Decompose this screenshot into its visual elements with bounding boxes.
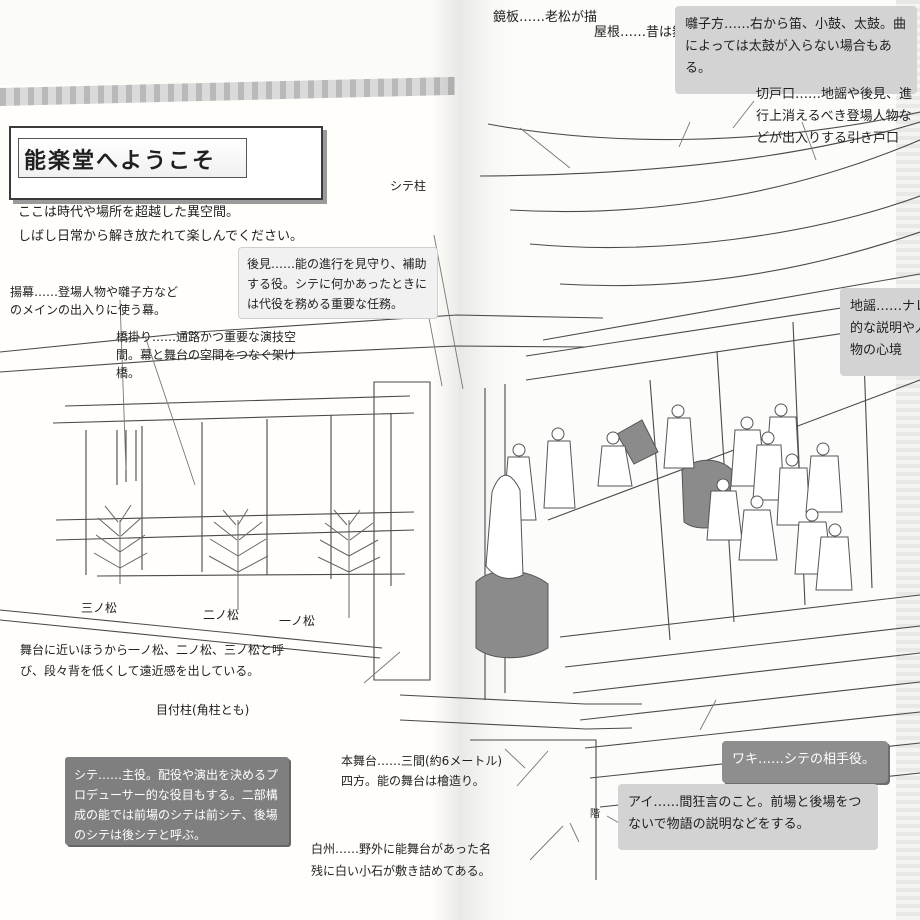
- kizahashi-label: 階: [590, 809, 600, 820]
- agemaku-label: 揚幕……登場人物や囃子方などのメインの出入りに使う幕。: [10, 285, 179, 317]
- waki-box: ワキ……シテの相手役。: [722, 741, 888, 783]
- page-edge-strip: [896, 0, 920, 920]
- matsu1-label: 一ノ松: [279, 614, 316, 628]
- intro-line-2: しばし日常から解き放たれて楽しんでください。: [18, 229, 303, 244]
- hombutai-label: 本舞台……三間(約6メートル)四方。能の舞台は檜造り。: [341, 754, 502, 788]
- kiridoguchi-label: 切戸口……地謡や後見、進行上消えるべき登場人物などが出入りする引き戸口: [756, 87, 913, 146]
- jiutai-box: 地謡……ナレ的な説明や人物の心境: [840, 288, 920, 376]
- metsukebashira-label: 目付柱(角柱とも): [156, 703, 250, 717]
- intro-line-1: ここは時代や場所を超越した異空間。: [18, 205, 240, 220]
- matsu3-label: 三ノ松: [81, 601, 118, 615]
- ai-box: アイ……間狂言のこと。前場と後場をつないで物語の説明などをする。: [618, 784, 878, 850]
- intro-text: ここは時代や場所を超越した異空間。 しばし日常から解き放たれて楽しんでください。: [18, 201, 318, 249]
- shitebashira-label: シテ柱: [390, 179, 427, 193]
- kagamiita-label: 鏡板……老松が描: [493, 10, 598, 25]
- title-band: [18, 138, 247, 178]
- kouken-box: 後見……能の進行を見守り、補助する役。シテに何かあったときには代役を務める重要な…: [238, 247, 438, 319]
- shite-box: シテ……主役。配役や演出を決めるプロデューサー的な役目もする。二部構成の能では前…: [65, 757, 289, 845]
- shirasu-label: 白州……野外に能舞台があった名残に白い小石が敷き詰めてある。: [311, 842, 492, 878]
- yane-label: 屋根……昔は舞: [594, 25, 686, 40]
- matsu2-label: 二ノ松: [203, 608, 240, 622]
- page-title: 能楽堂へようこそ: [24, 149, 217, 174]
- hayashikata-box: 囃子方……右から笛、小鼓、太鼓。曲によっては太鼓が入らない場合もある。: [675, 6, 917, 94]
- matsu-description: 舞台に近いほうから一ノ松、二ノ松、三ノ松と呼び、段々背を低くして遠近感を出してい…: [20, 643, 285, 678]
- title-box: 能楽堂へようこそ: [9, 126, 323, 200]
- hashigakari-label: 橋掛り……通路かつ重要な演技空間。幕と舞台の空間をつなぐ架け橋。: [116, 330, 297, 380]
